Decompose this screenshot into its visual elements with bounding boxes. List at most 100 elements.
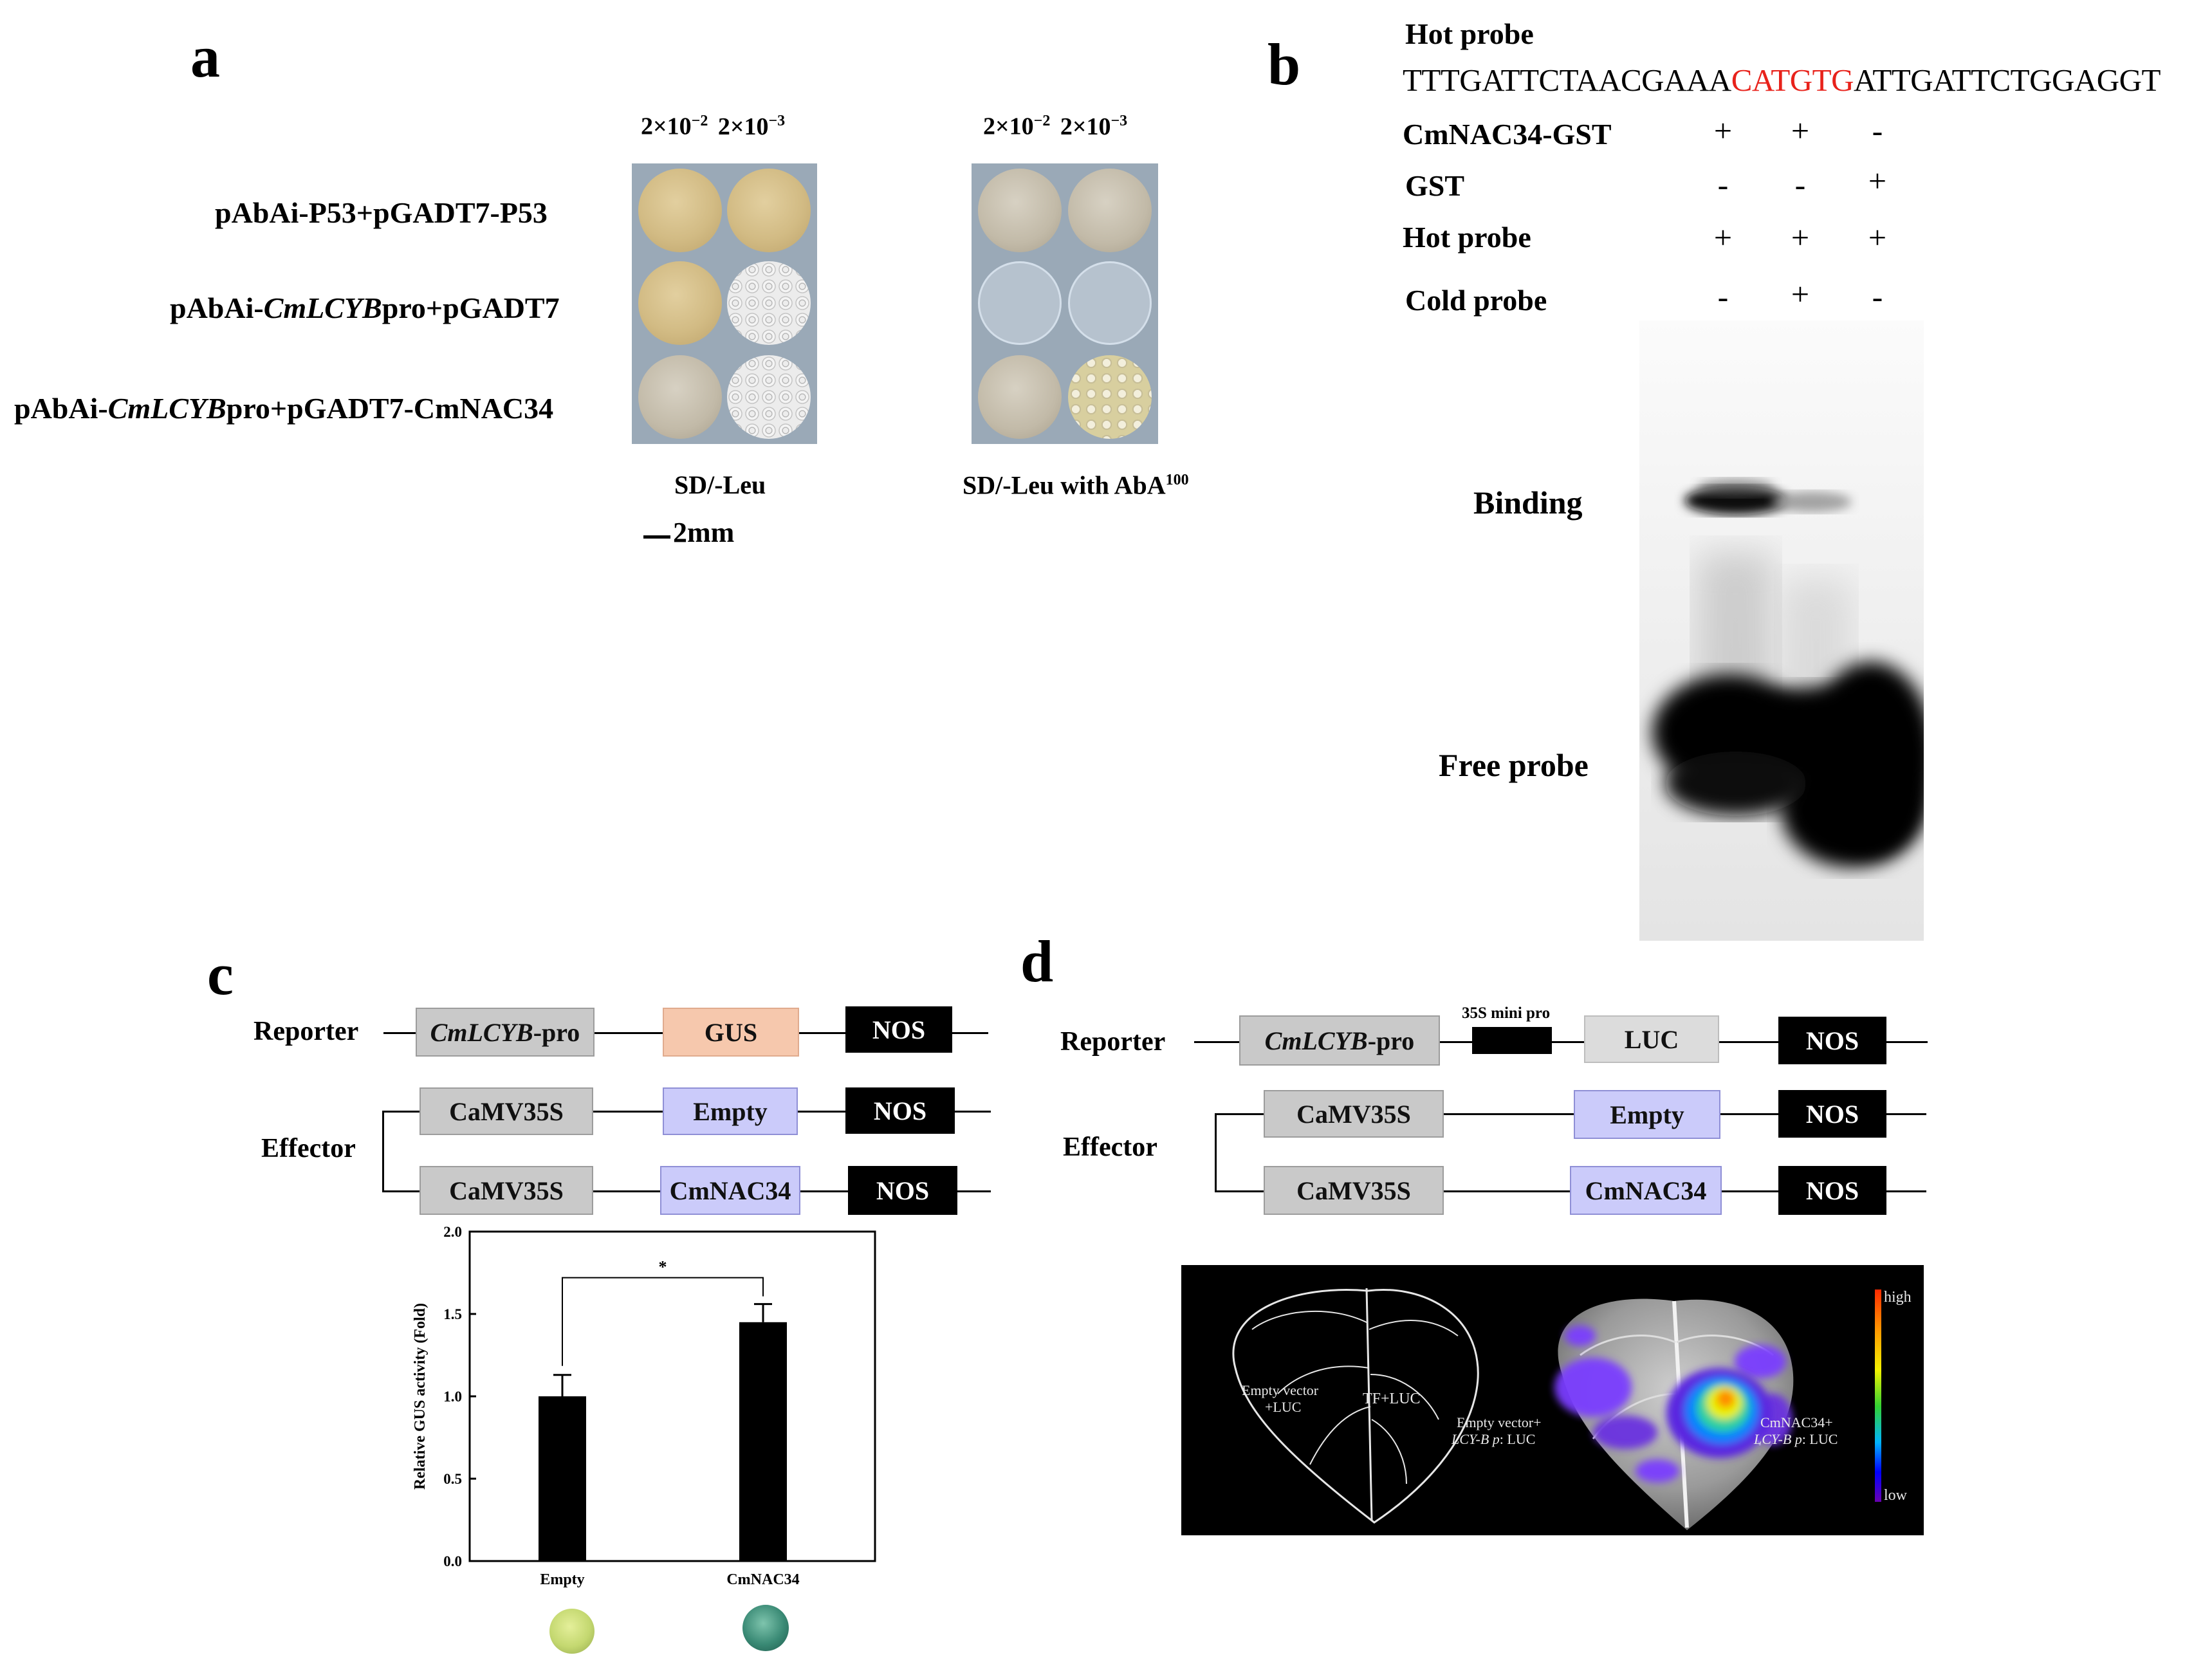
reporter-line-d xyxy=(1194,1041,1928,1043)
leaf-label-empty-vector: Empty vector xyxy=(1242,1382,1319,1398)
emsa-sign: + xyxy=(1791,113,1810,149)
y-tick-label: 0.0 xyxy=(443,1553,462,1569)
colony xyxy=(727,355,811,439)
plate-sd-leu xyxy=(632,163,817,444)
effector-bracket-d xyxy=(1215,1113,1217,1192)
colony xyxy=(978,169,1062,252)
probe-sequence: TTTGATTCTAACGAAACATGTGATTGATTCTGGAGGT xyxy=(1403,62,2161,98)
leaf-label-tf-luc: TF+LUC xyxy=(1363,1391,1421,1407)
significance-star: * xyxy=(659,1258,667,1277)
colony xyxy=(638,355,722,439)
emsa-sign: - xyxy=(1794,167,1806,203)
colony xyxy=(978,261,1062,345)
scale-high-label: high xyxy=(1884,1289,1912,1306)
bar-cmnac34 xyxy=(739,1322,787,1561)
binding-label: Binding xyxy=(1473,485,1583,521)
plate2-label: SD/-Leu with AbA100 xyxy=(963,470,1189,500)
strain-label-1: pAbAi-P53+pGADT7-P53 xyxy=(215,196,548,229)
emsa-sign: + xyxy=(1791,219,1810,255)
emsa-gel-image xyxy=(1639,320,1924,941)
scale-bar-label: 2mm xyxy=(673,517,735,548)
panel-c-letter: c xyxy=(207,941,234,1007)
plot-frame xyxy=(468,1230,876,1562)
colony xyxy=(638,261,722,345)
leaf-label-luc: +LUC xyxy=(1265,1399,1302,1415)
reporter-label-c: Reporter xyxy=(253,1017,359,1046)
colony xyxy=(1068,261,1152,345)
panel-a-letter: a xyxy=(190,24,220,89)
emsa-sign: + xyxy=(1868,219,1887,255)
reporter-label-d: Reporter xyxy=(1060,1027,1166,1057)
camv35s-box-c-2: CaMV35S xyxy=(419,1166,593,1215)
emsa-sign: - xyxy=(1872,279,1883,315)
emsa-sign: + xyxy=(1713,219,1733,255)
scale-low-label: low xyxy=(1884,1487,1907,1504)
colony xyxy=(638,169,722,252)
dilution-header-1a: 2×10−2 2×10−3 xyxy=(641,113,786,140)
y-tick-label: 1.0 xyxy=(443,1389,462,1405)
y-axis-label: Relative GUS activity (Fold) xyxy=(412,1303,429,1490)
gus-stain-cmnac34 xyxy=(742,1605,789,1651)
sample-label-cmnac34-1: CmNAC34+ xyxy=(1760,1414,1833,1430)
nos-box-c-reporter: NOS xyxy=(845,1006,952,1053)
empty-box-d: Empty xyxy=(1574,1090,1720,1139)
camv35s-box-d-1: CaMV35S xyxy=(1264,1090,1444,1138)
emsa-sign: - xyxy=(1717,279,1729,315)
emsa-row-label-cmnac34-gst: CmNAC34-GST xyxy=(1403,118,1612,151)
emsa-sign: - xyxy=(1872,113,1883,149)
y-tick-label: 1.5 xyxy=(443,1306,462,1322)
luc-imaging-panel: Empty vector +LUC TF+LUC Empty vector+ L… xyxy=(1181,1265,1924,1535)
plate-sd-leu-aba xyxy=(972,163,1158,444)
strain-label-3: pAbAi-CmLCYBpro+pGADT7-CmNAC34 xyxy=(14,392,554,425)
sample-label-empty-2: LCY-B p: LUC xyxy=(1452,1431,1536,1447)
probe-core-motif: CATGTG xyxy=(1731,62,1854,98)
x-tick-label: Empty xyxy=(540,1571,584,1588)
emsa-sign: + xyxy=(1713,113,1733,149)
emsa-sign: + xyxy=(1868,163,1887,199)
cmnac34-box-d: CmNAC34 xyxy=(1570,1166,1722,1215)
scale-bar xyxy=(643,535,670,539)
free-probe-label: Free probe xyxy=(1439,747,1589,783)
cmnac34-box-c: CmNAC34 xyxy=(660,1166,800,1215)
colony xyxy=(1068,169,1152,252)
nos-box-c-effector-2: NOS xyxy=(848,1166,957,1215)
effector-line-1-d xyxy=(1215,1113,1926,1115)
nos-box-d-effector-1: NOS xyxy=(1778,1090,1886,1138)
plate1-label: SD/-Leu xyxy=(674,470,766,499)
panel-d-letter: d xyxy=(1020,929,1054,994)
gus-stain-empty xyxy=(549,1609,594,1654)
sample-label-cmnac34-2: LCY-B p: LUC xyxy=(1754,1431,1838,1447)
x-tick-label: CmNAC34 xyxy=(726,1571,799,1588)
y-tick-label: 0.5 xyxy=(443,1471,462,1487)
hot-probe-title: Hot probe xyxy=(1405,17,1534,50)
strain-label-2: pAbAi-CmLCYBpro+pGADT7 xyxy=(170,291,560,324)
significance-bracket xyxy=(562,1277,764,1366)
colony xyxy=(978,355,1062,439)
nos-box-c-effector-1: NOS xyxy=(845,1087,955,1134)
promoter-box-d: CmLCYB-pro xyxy=(1239,1015,1440,1066)
emsa-row-label-cold-probe: Cold probe xyxy=(1405,284,1547,317)
effector-bracket-c xyxy=(382,1111,384,1192)
effector-label-c: Effector xyxy=(261,1134,356,1163)
y-tick-label: 2.0 xyxy=(443,1224,462,1240)
camv35s-box-d-2: CaMV35S xyxy=(1264,1166,1444,1215)
gus-box: GUS xyxy=(663,1008,799,1057)
empty-box-c: Empty xyxy=(663,1087,798,1135)
mini-pro-box xyxy=(1472,1027,1552,1054)
emsa-sign: + xyxy=(1791,276,1810,312)
emsa-sign: - xyxy=(1717,167,1729,203)
colony xyxy=(727,169,811,252)
colony xyxy=(727,261,811,345)
panel-b-letter: b xyxy=(1267,32,1301,97)
emsa-row-label-gst: GST xyxy=(1405,169,1465,202)
leaf-diagram xyxy=(1232,1288,1881,1530)
mini-pro-label: 35S mini pro xyxy=(1462,1004,1551,1022)
camv35s-box-c-1: CaMV35S xyxy=(419,1087,593,1135)
nos-box-d-effector-2: NOS xyxy=(1778,1166,1886,1215)
luc-box: LUC xyxy=(1584,1015,1719,1063)
nos-box-d-reporter: NOS xyxy=(1778,1017,1886,1064)
dilution-header-2a: 2×10−2 2×10−3 xyxy=(983,113,1128,140)
bar-empty xyxy=(539,1396,586,1561)
colony xyxy=(1068,355,1152,439)
emsa-row-label-hot-probe: Hot probe xyxy=(1403,221,1531,254)
